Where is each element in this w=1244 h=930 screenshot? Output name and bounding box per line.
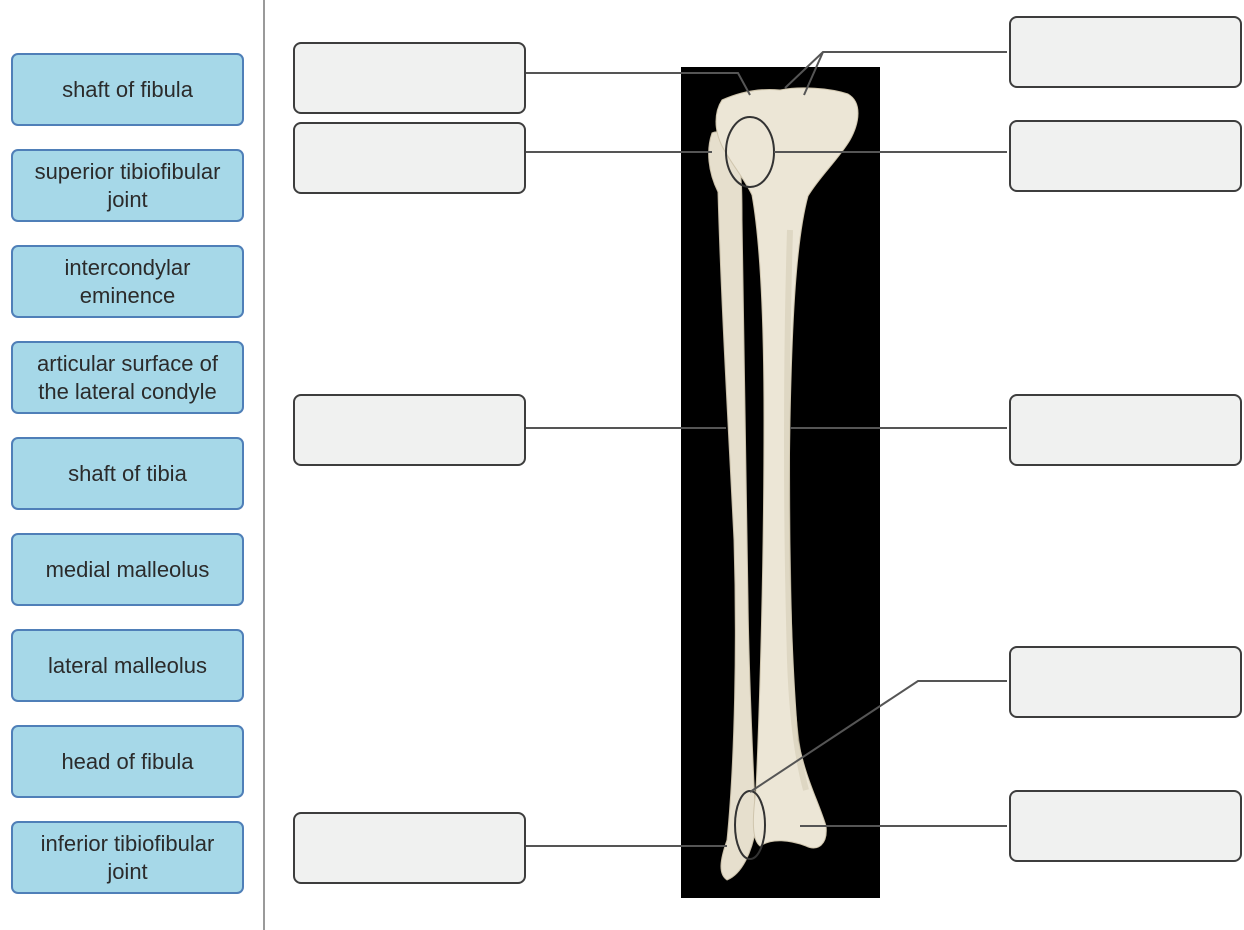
fibula-bone [708,131,757,881]
leader-line-right-4 [749,680,1007,793]
label-chip-lateral-malleolus[interactable]: lateral malleolus [11,629,244,702]
drop-target-right-3[interactable] [1009,394,1242,466]
label-chip-shaft-of-fibula[interactable]: shaft of fibula [11,53,244,126]
label-chip-shaft-of-tibia[interactable]: shaft of tibia [11,437,244,510]
label-chip-articular-surface-lateral-condyle[interactable]: articular surface of the lateral condyle [11,341,244,414]
drop-target-left-1[interactable] [293,42,526,114]
drop-target-left-2[interactable] [293,122,526,194]
label-chip-medial-malleolus[interactable]: medial malleolus [11,533,244,606]
drop-target-right-1[interactable] [1009,16,1242,88]
drop-target-left-4[interactable] [293,812,526,884]
label-chip-inferior-tibiofibular-joint[interactable]: inferior tibiofibular joint [11,821,244,894]
drop-target-right-2[interactable] [1009,120,1242,192]
leader-line-left-1 [525,72,751,96]
drop-target-right-4[interactable] [1009,646,1242,718]
label-chip-intercondylar-eminence[interactable]: intercondylar eminence [11,245,244,318]
label-chip-head-of-fibula[interactable]: head of fibula [11,725,244,798]
leader-line-right-1b [803,51,824,96]
panel-divider [263,0,265,930]
drop-target-right-5[interactable] [1009,790,1242,862]
drop-target-left-3[interactable] [293,394,526,466]
label-chip-superior-tibiofibular-joint[interactable]: superior tibiofibular joint [11,149,244,222]
tibia-shading [784,229,809,791]
